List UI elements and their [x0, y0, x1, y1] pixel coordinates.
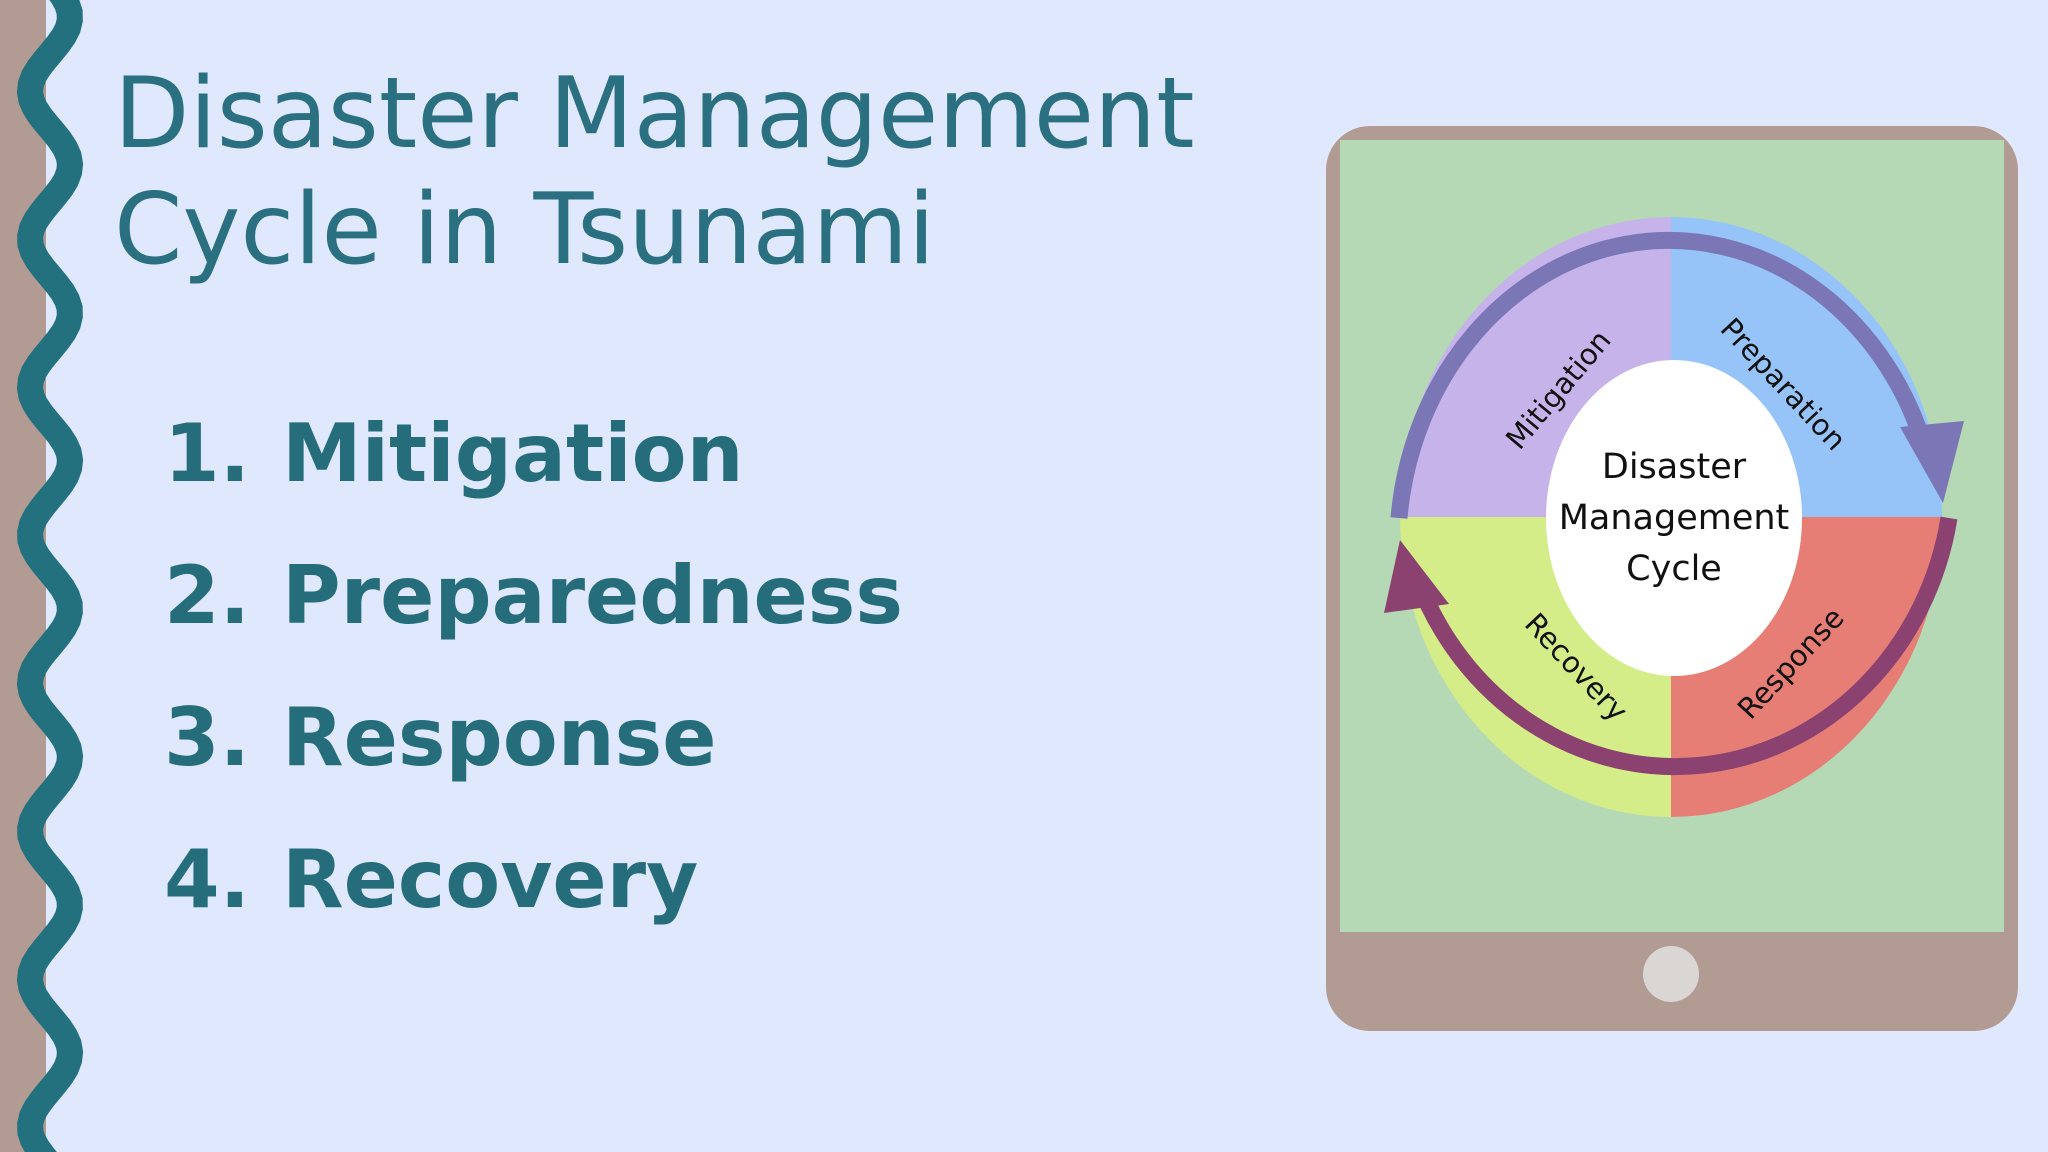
arrow-top-arc [1390, 231, 1932, 519]
arrow-bottom-arc [1409, 516, 1958, 776]
list-item-number: 4. [164, 832, 251, 926]
list-item-number: 3. [164, 690, 251, 784]
arrow-bottom-head-icon [1384, 540, 1449, 613]
side-wave-decoration [0, 0, 84, 1152]
list-item: 2. Preparedness [164, 524, 903, 666]
center-circle [1546, 360, 1802, 676]
title-line-2: Cycle in Tsunami [114, 173, 936, 287]
phase-list: 1. Mitigation 2. Preparedness 3. Respons… [164, 382, 903, 950]
list-item-label: Preparedness [282, 548, 904, 642]
list-item: 3. Response [164, 666, 903, 808]
tablet-illustration: Disaster Management Cycle Mitigation Pre… [1326, 126, 2018, 1031]
center-label-line-2: Management [1559, 498, 1790, 538]
list-item-number: 2. [164, 548, 251, 642]
list-item-label: Response [282, 690, 717, 784]
center-label-line-3: Cycle [1626, 549, 1722, 589]
center-label-line-1: Disaster [1602, 447, 1747, 487]
disaster-management-cycle-diagram: Disaster Management Cycle Mitigation Pre… [1384, 217, 1964, 817]
list-item-number: 1. [164, 406, 251, 500]
slide-title: Disaster Management Cycle in Tsunami [114, 56, 1274, 288]
title-line-1: Disaster Management [114, 57, 1195, 171]
list-item: 1. Mitigation [164, 382, 903, 524]
list-item: 4. Recovery [164, 808, 903, 950]
home-button-icon [1643, 946, 1699, 1002]
arrow-top-head-icon [1900, 421, 1964, 503]
list-item-label: Mitigation [282, 406, 744, 500]
list-item-label: Recovery [282, 832, 699, 926]
